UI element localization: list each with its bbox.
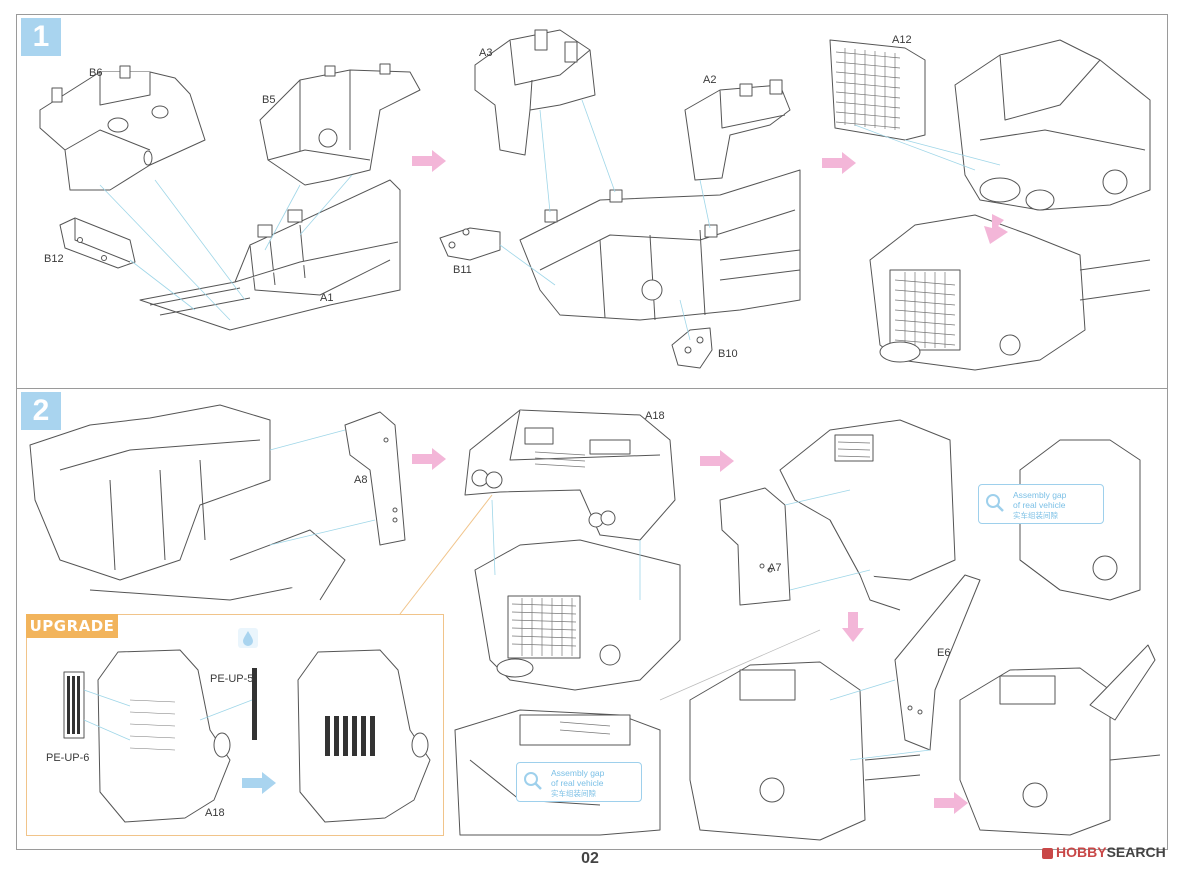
part-label-b10: B10 [718,348,738,360]
step2-cab-right-drawing [959,644,1161,836]
magnifier-icon [986,494,1004,512]
part-label-b6: B6 [89,67,103,79]
part-label-a7: A7 [768,562,782,574]
pink-arrow-icon [412,448,446,470]
step2-cab-left-drawing [689,661,921,841]
part-label-a18-upgrade: A18 [205,807,225,819]
callout-text-line2: of real vehicle [1013,500,1066,510]
part-label-a3: A3 [479,47,493,59]
part-label-e6: E6 [937,647,951,659]
instruction-sheet-frame [16,14,1168,850]
part-label-pe-up-6: PE-UP-6 [46,752,90,764]
part-label-a18-hood: A18 [645,410,665,422]
watermark: HOBBYSEARCH [1042,844,1166,860]
callout-text-line3: 实车组装间隙 [551,789,596,798]
upgrade-before-drawing [97,649,231,823]
step2-front-right-drawing [779,419,956,611]
glue-drop-icon [238,628,258,648]
chassis-middle-drawing [519,169,801,321]
part-a7-drawing [719,487,791,606]
part-a1-drawing [139,179,401,331]
step2-chassis-left-drawing [29,404,346,601]
part-b10-drawing [671,327,713,369]
part-a3-drawing [474,29,596,156]
step-2-badge: 2 [21,392,61,430]
pe-up-5-drawing [252,668,257,740]
part-label-b12: B12 [44,253,64,265]
step-1-badge: 1 [21,18,61,56]
part-label-a1: A1 [320,292,334,304]
callout-text-line3: 实车组装间隙 [1013,511,1058,520]
callout-text-line2: of real vehicle [551,778,604,788]
upgrade-detail-box [26,614,444,836]
part-label-a2: A2 [703,74,717,86]
part-label-b5: B5 [262,94,276,106]
hobby-search-logo-icon [1042,847,1053,859]
part-label-pe-up-5: PE-UP-5 [210,673,254,685]
chassis-bottom-right-drawing [869,214,1151,371]
blue-arrow-icon [242,772,276,794]
part-a18-hood-drawing [464,409,676,541]
pink-arrow-icon [700,450,734,472]
chassis-top-right-drawing [954,39,1151,211]
step-divider [16,388,1168,389]
watermark-rest: SEARCH [1106,844,1166,860]
callout-text-line1: Assembly gap [551,768,605,778]
assembly-gap-callout-bottom: Assembly gap of real vehicle 实车组装间隙 [516,762,642,802]
part-e6-drawing [894,574,981,751]
part-label-b11: B11 [453,264,472,276]
part-label-a8: A8 [354,474,368,486]
pink-arrow-icon [984,214,1008,244]
pink-arrow-icon [412,150,446,172]
magnifier-icon [524,772,542,790]
part-a2-drawing [684,79,791,181]
pe-up-6-drawing [63,671,85,739]
pink-arrow-icon [822,152,856,174]
step2-chassis-grille-drawing [474,539,681,691]
part-b12-drawing [59,217,136,269]
part-b5-drawing [259,63,421,186]
part-a8-drawing [344,411,406,546]
assembly-gap-callout-right: Assembly gap of real vehicle 实车组装间隙 [978,484,1104,524]
pink-arrow-icon [934,792,968,814]
part-b6-drawing [39,65,206,191]
part-a12-drawing [829,39,926,141]
part-b11-drawing [439,227,501,261]
pink-arrow-icon [842,612,864,642]
upgrade-after-drawing [297,649,431,823]
part-label-a12: A12 [892,34,912,46]
upgrade-leader-line [399,494,493,615]
callout-text-line1: Assembly gap [1013,490,1067,500]
watermark-brand: HOBBY [1056,844,1107,860]
panel-separator-line [659,629,821,701]
guide-lines [83,99,1001,761]
page-number: 02 [581,850,599,867]
upgrade-tag: UPGRADE [26,614,118,638]
